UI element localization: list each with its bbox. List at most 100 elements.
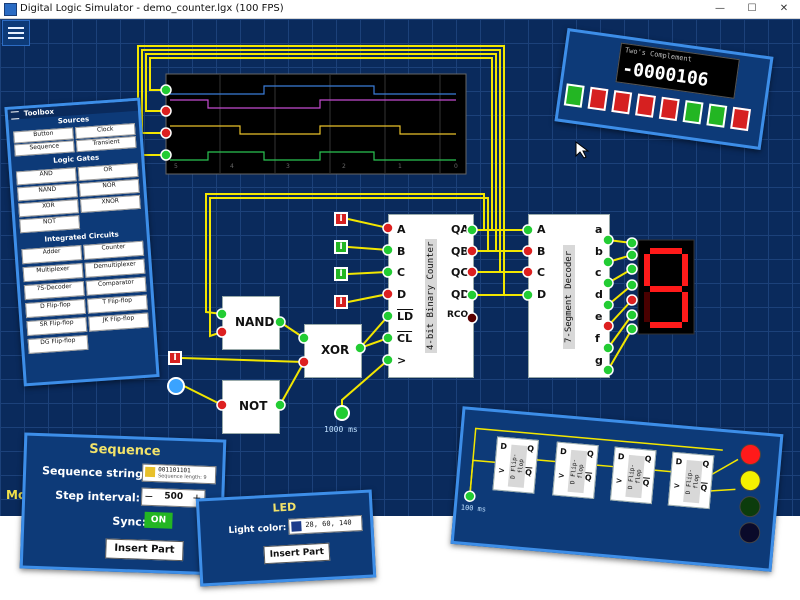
input-toggle-xor[interactable]: I: [168, 351, 182, 365]
decoder-pin-seg-f: f: [595, 332, 600, 345]
input-toggle-d[interactable]: I: [334, 295, 348, 309]
toolbox-item-multiplexer[interactable]: Multiplexer: [22, 263, 84, 283]
window-title: Digital Logic Simulator - demo_counter.l…: [20, 3, 284, 14]
toolbox-item-adder[interactable]: Adder: [21, 245, 83, 265]
toolbox-item-dg-flip-flop[interactable]: DG Flip-flop: [27, 334, 89, 354]
decoder-pin-seg-d: d: [595, 288, 603, 301]
sequence-string-label: Sequence string:: [41, 464, 148, 481]
flipflop-clock-icon[interactable]: [464, 490, 476, 502]
ff4-pin-q: Q: [702, 459, 710, 469]
app-icon: [4, 3, 17, 16]
input-toggle-a[interactable]: I: [334, 212, 348, 226]
ff2-pin-d: D: [559, 446, 568, 457]
xor-label: XOR: [321, 343, 350, 357]
decoder-pin-seg-c: c: [595, 266, 602, 279]
ff3-pin-q: Q: [644, 454, 652, 464]
d-flip-flop-1[interactable]: D > D Flip-flop Q Q: [492, 436, 539, 494]
d-flip-flop-4[interactable]: D > D Flip-flop Q Q: [667, 451, 715, 510]
binary-counter-chip[interactable]: A B C D LD CL > 4-bit Binary Counter QA …: [388, 214, 474, 378]
minimize-button[interactable]: —: [715, 3, 725, 14]
close-button[interactable]: ✕: [779, 3, 789, 14]
counter-pin-clk: >: [397, 354, 407, 367]
decrement-button[interactable]: −: [144, 489, 154, 504]
ff2-pin-qbar: Q: [584, 473, 593, 483]
sequence-string-input[interactable]: 001101101 Sequence length: 9: [141, 463, 217, 485]
counter-pin-ld: LD: [397, 310, 414, 323]
ff3-name: D Flip-flop: [625, 454, 645, 499]
seven-segment-decoder-chip[interactable]: A B C D 7-Segment Decoder a b c d e f g: [528, 214, 610, 378]
counter-pin-d: D: [397, 288, 407, 301]
toolbox-item-counter[interactable]: Counter: [83, 240, 145, 260]
ff1-pin-qbar: Q: [524, 467, 533, 478]
toolbox-item-comparator[interactable]: Comparator: [85, 276, 147, 296]
input-toggle-b[interactable]: I: [334, 240, 348, 254]
ff2-name: D Flip-flop: [567, 449, 588, 494]
toolbox-item-t-flip-flop[interactable]: T Flip-flop: [86, 294, 148, 314]
toolbox-item-7s-decoder[interactable]: 7S-Decoder: [23, 280, 85, 301]
toolbox-item-and[interactable]: AND: [15, 167, 77, 186]
toolbox-item-nor[interactable]: NOR: [78, 178, 140, 198]
toolbox-menu-icon[interactable]: [10, 111, 20, 120]
ff4-pin-d: D: [675, 457, 683, 467]
sync-toggle[interactable]: ON: [144, 511, 173, 529]
toolbox-item-xnor[interactable]: XNOR: [79, 194, 141, 214]
decoder-pin-c: C: [537, 266, 546, 279]
counter-pin-qd: QD: [451, 288, 470, 301]
decoder-pin-seg-a: a: [595, 223, 603, 236]
nand-label: NAND: [235, 315, 275, 329]
clock-icon[interactable]: [334, 405, 350, 421]
step-interval-value[interactable]: 500: [164, 491, 184, 503]
led-panel[interactable]: LED Light color: 28, 60, 140 Insert Part: [195, 489, 377, 587]
scope-tick: 4: [230, 163, 234, 170]
counter-pin-qa: QA: [451, 223, 469, 236]
toolbox-item-d-flip-flop[interactable]: D Flip-flop: [25, 298, 87, 319]
ff4-pin-qbar: Q: [700, 483, 708, 493]
menu-icon[interactable]: [2, 20, 30, 46]
not-label: NOT: [239, 399, 268, 413]
ff3-pin-d: D: [617, 451, 625, 462]
led-red-icon: [740, 444, 762, 466]
toolbox-panel[interactable]: Toolbox Sources Button Clock Sequence Tr…: [4, 97, 160, 387]
scope-tick: 0: [454, 163, 458, 170]
decoder-pin-seg-g: g: [595, 354, 603, 367]
flipflop-chain-panel[interactable]: 100 ms D > D Flip-flop Q Q D > D Flip-fl…: [450, 406, 784, 572]
sequence-panel-title: Sequence: [88, 441, 161, 460]
counter-pin-a: A: [397, 223, 406, 236]
ff2-pin-q: Q: [586, 449, 595, 459]
decoder-pin-d: D: [537, 288, 547, 301]
scope-tick: 1: [398, 163, 402, 170]
decoder-pin-seg-e: e: [595, 310, 603, 323]
toolbox-item-nand[interactable]: NAND: [17, 183, 78, 202]
toolbox-item-jk-flip-flop[interactable]: JK Flip-flop: [88, 312, 150, 332]
toolbox-item-not[interactable]: NOT: [19, 215, 81, 234]
ff1-pin-q: Q: [526, 444, 535, 454]
scope-tick: 5: [174, 163, 178, 170]
counter-pin-qc: QC: [451, 266, 469, 279]
maximize-button[interactable]: ☐: [747, 3, 757, 14]
toolbox-item-xor[interactable]: XOR: [18, 199, 79, 218]
xor-gate[interactable]: XOR: [304, 324, 362, 378]
toolbox-item-demultiplexer[interactable]: Demultiplexer: [84, 258, 146, 278]
button-input-icon[interactable]: [167, 377, 185, 395]
led-green-icon: [739, 496, 761, 518]
led-blue-icon: [739, 522, 761, 544]
ff2-pin-clk: >: [557, 470, 566, 481]
light-color-input[interactable]: 28, 60, 140: [288, 514, 363, 535]
toolbox-item-sr-flip-flop[interactable]: SR Flip-flop: [26, 316, 88, 337]
toolbox-item-or[interactable]: OR: [77, 162, 139, 182]
flipflop-wires: [464, 427, 762, 544]
clock-interval-label: 1000 ms: [324, 425, 358, 434]
d-flip-flop-3[interactable]: D > D Flip-flop Q Q: [609, 446, 657, 505]
led-yellow-icon: [739, 470, 761, 492]
ff3-pin-qbar: Q: [642, 478, 650, 488]
scope-tick: 2: [342, 163, 346, 170]
input-toggle-c[interactable]: I: [334, 267, 348, 281]
led-insert-part-button[interactable]: Insert Part: [263, 542, 331, 565]
decoder-pin-a: A: [537, 223, 546, 236]
counter-pin-b: B: [397, 245, 406, 258]
d-flip-flop-2[interactable]: D > D Flip-flop Q Q: [552, 441, 599, 500]
sequence-insert-part-button[interactable]: Insert Part: [105, 538, 184, 562]
